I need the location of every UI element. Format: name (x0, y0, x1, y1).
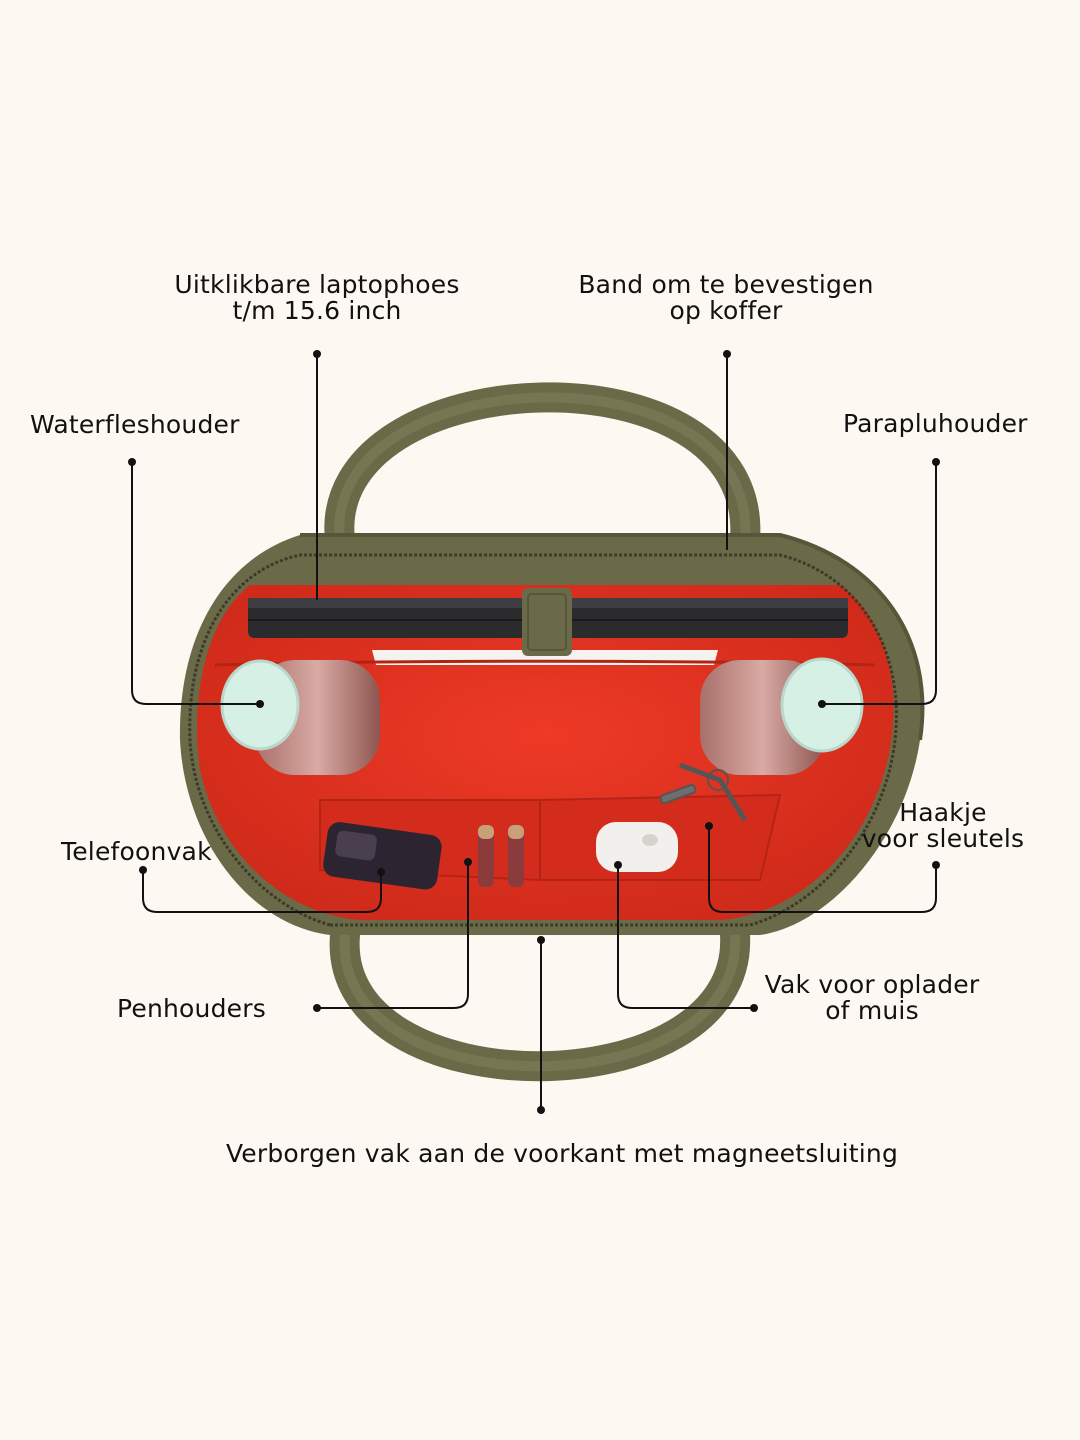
key-hook-label: Haakje voor sleutels (862, 800, 1025, 852)
bottom-handle (329, 920, 751, 1082)
leader-lines (131, 354, 937, 1110)
charger-pocket-line-2: of muis (825, 996, 919, 1025)
laptop-sleeve-label: Uitklikbare laptophoes t/m 15.6 inch (174, 272, 459, 324)
laptop-sleeve-line-2: t/m 15.6 inch (232, 296, 402, 325)
key-hook-line-1: Haakje (899, 798, 987, 827)
zipper (188, 553, 898, 927)
suitcase-strap-line-2: op koffer (669, 296, 783, 325)
keys (659, 762, 748, 822)
key-hook-line-2: voor sleutels (861, 824, 1025, 853)
umbrella-holder-label: Parapluhouder (843, 409, 1028, 438)
leader-dots (128, 350, 940, 1114)
phone-pocket-label: Telefoonvak (61, 837, 212, 866)
front-pocket-label: Verborgen vak aan de voorkant met magnee… (225, 1139, 899, 1168)
pen-holders-label: Penhouders (117, 994, 266, 1023)
suitcase-strap-label: Band om te bevestigen op koffer (578, 272, 873, 324)
pen-1 (478, 825, 494, 887)
charger-pocket-line-1: Vak voor oplader (764, 970, 980, 999)
earbuds-case (596, 822, 678, 872)
laptop-sleeve-line-1: Uitklikbare laptophoes (174, 270, 460, 299)
top-handle (324, 382, 761, 555)
charger-pocket-label: Vak voor oplader of muis (765, 972, 980, 1024)
bottle-holder-label: Waterfleshouder (30, 410, 240, 439)
pen-2 (508, 825, 524, 887)
suitcase-strap (522, 588, 572, 656)
suitcase-strap-line-1: Band om te bevestigen (578, 270, 874, 299)
